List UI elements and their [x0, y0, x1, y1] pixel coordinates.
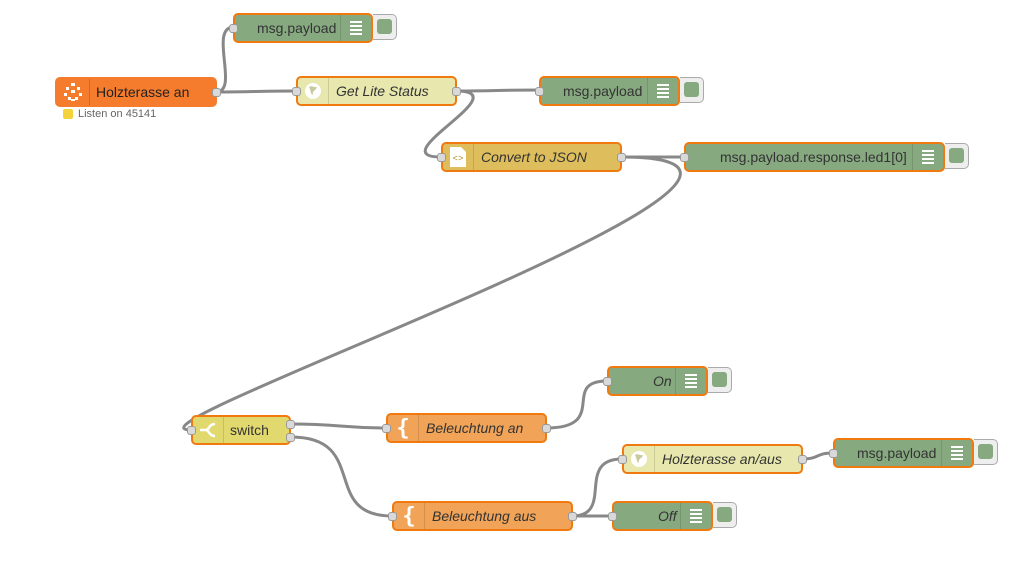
- json-node-convert[interactable]: <> Convert to JSON: [437, 142, 626, 172]
- debug-node-on[interactable]: On: [603, 366, 732, 396]
- input-port[interactable]: [535, 87, 544, 96]
- http-request-node-get-lite[interactable]: Get Lite Status: [292, 76, 461, 106]
- node-label: msg.payload: [563, 83, 643, 99]
- brace-icon: {: [388, 415, 419, 441]
- http-request-node-holzterasse[interactable]: Holzterasse an/aus: [618, 444, 807, 474]
- status-label: Listen on 45141: [78, 108, 157, 120]
- wire-httpin-getlite: [215, 89, 297, 94]
- input-port[interactable]: [382, 424, 391, 433]
- wire-switch-aus: [290, 435, 393, 518]
- debug-node-holz[interactable]: msg.payload: [829, 438, 998, 468]
- template-node-beleuchtung-aus[interactable]: { Beleuchtung aus: [388, 501, 577, 531]
- debug-node-led[interactable]: msg.payload.response.led1[0]: [680, 142, 969, 172]
- debug-list-icon: [941, 440, 972, 466]
- node-label: Beleuchtung aus: [432, 508, 537, 524]
- node-label: Beleuchtung an: [426, 420, 524, 436]
- input-port[interactable]: [829, 449, 838, 458]
- node-label: Off: [658, 508, 677, 524]
- output-port-1[interactable]: [286, 420, 295, 429]
- input-port[interactable]: [680, 153, 689, 162]
- debug-list-icon: [647, 78, 678, 104]
- node-label: Holzterasse an: [96, 84, 190, 100]
- svg-text:<>: <>: [453, 154, 464, 164]
- debug-node-off[interactable]: Off: [608, 501, 737, 531]
- globe-icon: [298, 78, 329, 104]
- debug-list-icon: [675, 368, 706, 394]
- debug-list-icon: [912, 144, 943, 170]
- output-port[interactable]: [452, 87, 461, 96]
- wire-convert-switch: [182, 155, 682, 432]
- output-port[interactable]: [568, 512, 577, 521]
- status-dot-icon: [63, 109, 73, 119]
- wire-switch-an: [290, 422, 387, 430]
- node-label: msg.payload.response.led1[0]: [720, 149, 907, 165]
- debug-list-icon: [680, 503, 711, 529]
- input-port[interactable]: [187, 426, 196, 435]
- debug-toggle-button[interactable]: [713, 502, 737, 528]
- status-text: Listen on 45141: [63, 108, 156, 120]
- input-port[interactable]: [618, 455, 627, 464]
- template-node-beleuchtung-an[interactable]: { Beleuchtung an: [382, 413, 551, 443]
- switch-icon: [193, 417, 224, 443]
- output-port[interactable]: [798, 455, 807, 464]
- input-port[interactable]: [608, 512, 617, 521]
- debug-toggle-button[interactable]: [680, 77, 704, 103]
- globe-icon: [57, 79, 90, 105]
- debug-toggle-button[interactable]: [708, 367, 732, 393]
- debug-node-lite[interactable]: msg.payload: [535, 76, 704, 106]
- input-port[interactable]: [229, 24, 238, 33]
- debug-node-top[interactable]: msg.payload: [229, 13, 397, 43]
- switch-node[interactable]: switch: [187, 415, 295, 445]
- wire-getlite-debuglite: [455, 88, 540, 93]
- output-port-2[interactable]: [286, 433, 295, 442]
- globe-icon: [624, 446, 655, 472]
- node-label: msg.payload: [257, 20, 337, 36]
- node-label: Convert to JSON: [481, 149, 587, 165]
- json-icon: <>: [443, 144, 474, 170]
- debug-toggle-button[interactable]: [945, 143, 969, 169]
- node-label: msg.payload: [857, 445, 937, 461]
- brace-icon: {: [394, 503, 425, 529]
- output-port[interactable]: [212, 88, 221, 97]
- debug-toggle-button[interactable]: [974, 439, 998, 465]
- output-port[interactable]: [617, 153, 626, 162]
- debug-toggle-button[interactable]: [373, 14, 397, 40]
- node-label: On: [653, 373, 672, 389]
- wire-httpin-debugtop: [215, 25, 235, 94]
- debug-list-icon: [340, 15, 371, 41]
- input-port[interactable]: [292, 87, 301, 96]
- node-label: Holzterasse an/aus: [662, 451, 782, 467]
- input-port[interactable]: [603, 377, 612, 386]
- http-in-node[interactable]: Holzterasse an: [55, 77, 221, 107]
- node-label: Get Lite Status: [336, 83, 429, 99]
- wire-an-on: [545, 379, 608, 430]
- input-port[interactable]: [437, 153, 446, 162]
- node-label: switch: [230, 422, 269, 438]
- output-port[interactable]: [542, 424, 551, 433]
- input-port[interactable]: [388, 512, 397, 521]
